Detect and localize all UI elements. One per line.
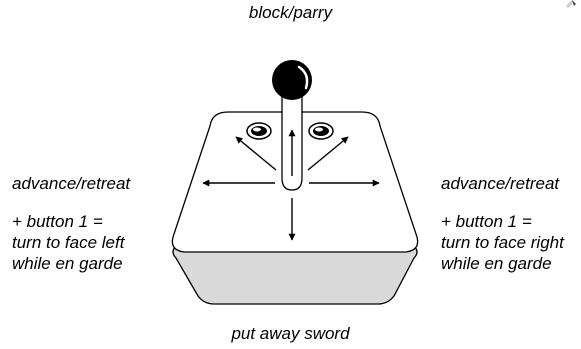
joystick-base-side: [173, 246, 417, 304]
left-fire-button: [247, 123, 271, 139]
joystick-knob: [272, 60, 312, 100]
right-fire-button: [309, 123, 333, 139]
